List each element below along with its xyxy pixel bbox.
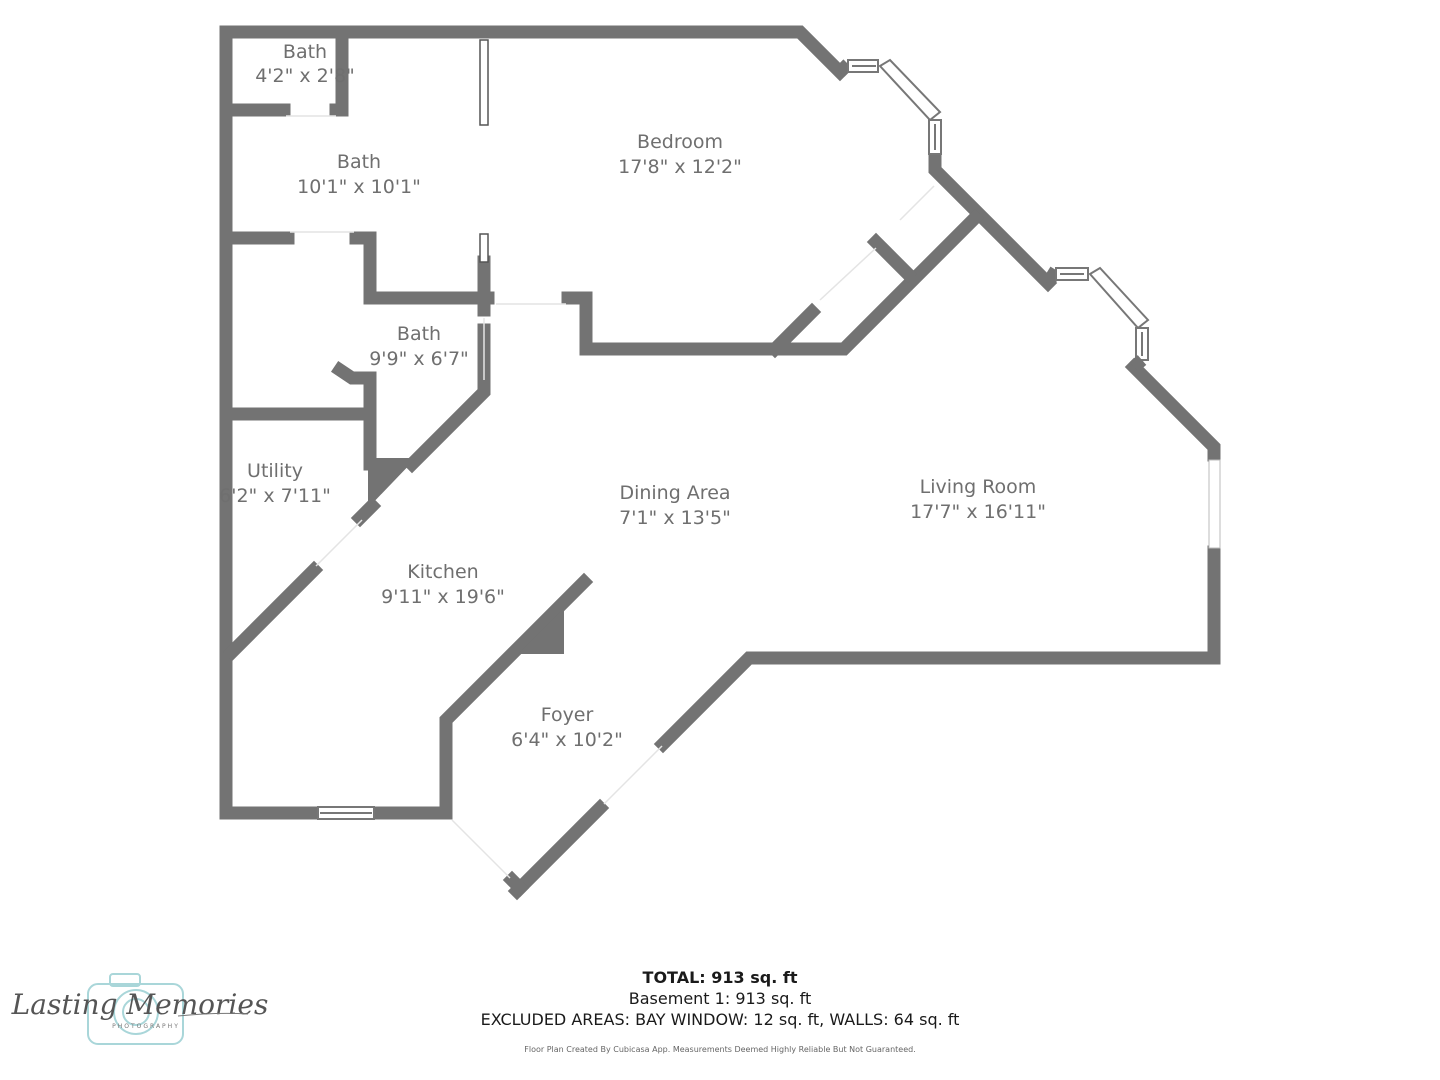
basement-area: Basement 1: 913 sq. ft [628,989,812,1008]
wall-living-east [1124,357,1221,462]
room-dims-bath-main: 10'1" x 10'1" [297,176,421,198]
wall-bath-mid [349,231,495,305]
logo-text: Lasting Memories [11,988,269,1021]
wall-foyer-south [507,798,610,901]
closet-door-top [479,39,489,126]
room-label-bath-hall: Bath [397,323,441,345]
logo-swash [177,1012,249,1017]
wall-closet-inner [866,232,918,284]
logo-subtext: PHOTOGRAPHY [112,1023,180,1030]
wall-utility-diag [222,560,324,662]
window-living-east [1208,459,1221,549]
pillar-kitchen [518,608,564,654]
excluded-areas: EXCLUDED AREAS: BAY WINDOW: 12 sq. ft, W… [480,1010,960,1029]
camera-icon [87,973,184,1045]
bay-window-living [1042,266,1150,372]
wall-closet [765,302,822,359]
room-dims-bath-hall: 9'9" x 6'7" [369,348,469,370]
wall-bedroom-east [928,150,1058,293]
walls [219,25,1221,901]
room-label-kitchen: Kitchen [407,561,478,583]
room-dims-kitchen: 9'11" x 19'6" [381,586,505,608]
room-dims-utility: 6'2" x 7'11" [219,485,331,507]
wall-foyer-stub [502,870,530,898]
room-label-bedroom: Bedroom [637,131,723,153]
room-dims-living: 17'7" x 16'11" [910,501,1046,523]
credit-note: Floor Plan Created By Cubicasa App. Meas… [524,1045,916,1054]
wall-outer-north-west [219,25,850,820]
total-area: TOTAL: 913 sq. ft [642,968,798,987]
wall-utility-diag-top [350,496,382,528]
room-dims-dining: 7'1" x 13'5" [619,507,731,529]
room-label-bath-main: Bath [337,151,381,173]
wall-bedroom-south [561,208,985,356]
room-dims-bedroom: 17'8" x 12'2" [618,156,742,178]
room-label-foyer: Foyer [541,704,594,726]
room-label-utility: Utility [247,460,303,482]
door-openings [286,115,935,879]
room-label-living: Living Room [920,476,1037,498]
window-kitchen-south [317,806,375,820]
closet-door-bottom [479,233,489,263]
wall-living-south [653,545,1221,754]
room-dims-bath-small: 4'2" x 2'8" [255,65,355,87]
room-label-dining: Dining Area [619,482,730,504]
room-dims-foyer: 6'4" x 10'2" [511,729,623,751]
wall-bath-small-west [330,360,377,471]
room-label-bath-small: Bath [283,41,327,63]
brand-logo: Lasting Memories PHOTOGRAPHY [11,973,268,1045]
pillar-bath [368,458,416,508]
room-labels: Bath 4'2" x 2'8" Bath 10'1" x 10'1" Bedr… [219,41,1046,751]
bay-window-bedroom [835,58,942,155]
wall-bottom-right [367,572,594,820]
